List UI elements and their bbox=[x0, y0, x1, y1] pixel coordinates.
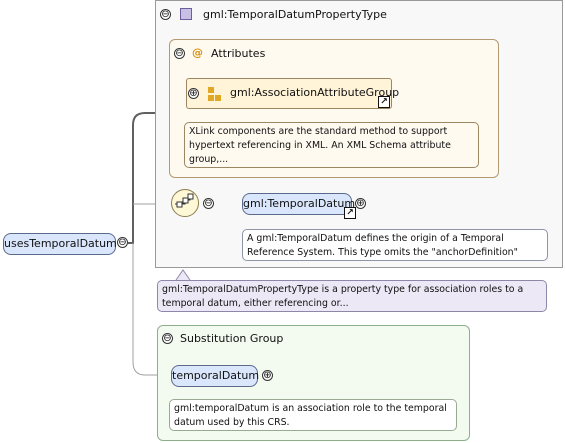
sequence-compositor[interactable] bbox=[171, 189, 199, 217]
attribute-group-icon-part-2 bbox=[215, 95, 221, 101]
temporal-datum-expand-toggle[interactable]: ⊕ bbox=[355, 198, 366, 209]
attribute-group-expand-toggle[interactable]: ⊕ bbox=[188, 88, 199, 99]
element-temporalDatum[interactable]: temporalDatum bbox=[171, 365, 260, 387]
reference-arrow-icon[interactable]: ↗ bbox=[344, 207, 356, 219]
sequence-icon bbox=[175, 193, 194, 208]
substitution-member-label: temporalDatum bbox=[172, 369, 260, 382]
complex-type-icon bbox=[180, 8, 192, 20]
attribute-group-icon bbox=[208, 87, 214, 93]
attribute-group-node[interactable] bbox=[186, 78, 392, 109]
root-element-usesTemporalDatum[interactable]: usesTemporalDatum bbox=[3, 233, 117, 255]
root-element-label: usesTemporalDatum bbox=[4, 237, 117, 250]
root-collapse-toggle[interactable]: ⊖ bbox=[117, 237, 128, 248]
attribute-at-icon: @ bbox=[192, 46, 203, 59]
attribute-group-label: gml:AssociationAttributeGroup bbox=[230, 86, 400, 99]
attributes-collapse-toggle[interactable]: ⊖ bbox=[174, 48, 185, 59]
reference-arrow-icon[interactable]: ↗ bbox=[378, 96, 390, 108]
sequence-collapse-toggle[interactable]: ⊖ bbox=[203, 198, 214, 209]
element-gml-TemporalDatum[interactable]: gml:TemporalDatum bbox=[242, 193, 356, 215]
attribute-group-description: XLink components are the standard method… bbox=[184, 122, 479, 168]
substitution-group-label: Substitution Group bbox=[180, 332, 284, 345]
temporal-datum-description: A gml:TemporalDatum defines the origin o… bbox=[242, 229, 548, 261]
substitution-member-description: gml:temporalDatum is an association role… bbox=[169, 399, 457, 431]
attribute-group-icon-part bbox=[208, 95, 214, 101]
temporal-datum-label: gml:TemporalDatum bbox=[243, 197, 356, 210]
substitution-group-collapse-toggle[interactable]: ⊖ bbox=[162, 333, 173, 344]
property-type-description: gml:TemporalDatumPropertyType is a prope… bbox=[157, 280, 547, 312]
property-type-title: gml:TemporalDatumPropertyType bbox=[203, 8, 387, 21]
substitution-member-expand-toggle[interactable]: ⊕ bbox=[262, 370, 273, 381]
property-type-collapse-toggle[interactable]: ⊖ bbox=[160, 9, 171, 20]
attributes-label: Attributes bbox=[211, 47, 266, 60]
